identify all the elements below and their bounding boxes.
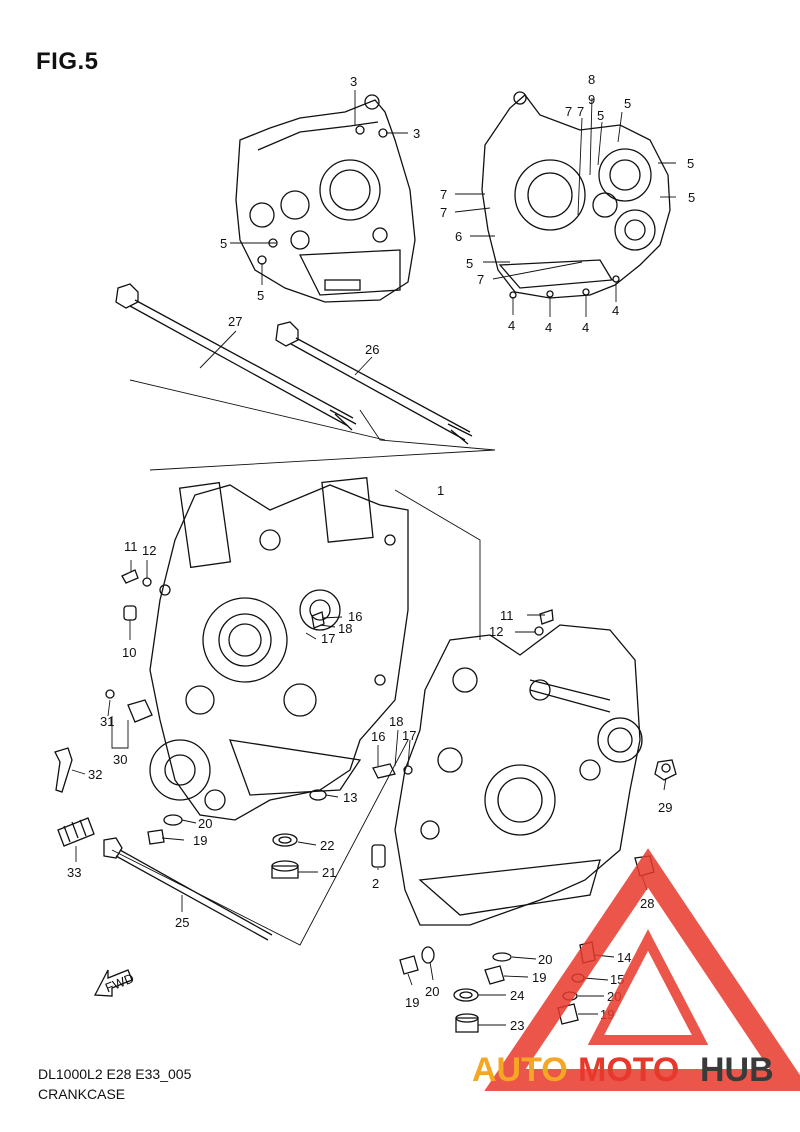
callout-18-b: 18: [389, 714, 403, 729]
callout-7-b: 7: [440, 187, 447, 202]
callout-19-b: 19: [405, 995, 419, 1010]
fitting-30-31: [105, 689, 153, 723]
callout-28: 28: [640, 896, 654, 911]
fwd-arrow: [93, 969, 133, 997]
callout-7-e: 7: [565, 104, 572, 119]
callout-11-b: 11: [500, 608, 514, 623]
callout-2: 2: [372, 876, 379, 891]
callout-4-a: 4: [508, 318, 515, 333]
callout-12-a: 12: [142, 543, 156, 558]
callout-4-b: 4: [545, 320, 552, 335]
callout-19-a: 19: [193, 833, 207, 848]
callout-3-b: 3: [413, 126, 420, 141]
watermark-logo: [484, 848, 800, 1091]
callout-5-a: 5: [220, 236, 227, 251]
long-bolt-26-drawing: [275, 321, 473, 445]
callout-16-a: 16: [348, 609, 362, 624]
callout-1: 1: [437, 483, 444, 498]
long-bolt-27-drawing: [115, 283, 357, 431]
callout-17-a: 17: [321, 631, 335, 646]
callout-31: 31: [100, 714, 114, 729]
watermark-moto: MOTO: [578, 1051, 679, 1089]
crankcase-left-detail-drawing: [235, 94, 416, 303]
callout-24: 24: [510, 988, 524, 1003]
callout-4-c: 4: [582, 320, 589, 335]
callout-5-e: 5: [687, 156, 694, 171]
callout-5-f: 5: [688, 190, 695, 205]
callout-20-c: 20: [538, 952, 552, 967]
callout-21: 21: [322, 865, 336, 880]
plug-10: [123, 605, 137, 621]
callout-32: 32: [88, 767, 102, 782]
callout-27: 27: [228, 314, 242, 329]
callout-8: 8: [588, 72, 595, 87]
callout-17-b: 17: [402, 728, 416, 743]
assembly-guide-lines: [111, 489, 481, 946]
callout-33: 33: [67, 865, 81, 880]
callout-30: 30: [113, 752, 127, 767]
washers-and-plugs-center: [147, 609, 677, 1033]
callout-5-d: 5: [597, 108, 604, 123]
watermark-hub: HUB: [700, 1051, 774, 1089]
breather-plug-33: [57, 817, 95, 847]
leader-lines-main: [71, 560, 667, 1026]
footer-name: CRANKCASE: [38, 1086, 126, 1102]
callout-25: 25: [175, 915, 189, 930]
leader-lines-top: [230, 90, 676, 317]
watermark-wordmark: AUTO MOTO HUB: [472, 1051, 774, 1089]
callout-26: 26: [365, 342, 379, 357]
callout-5-c: 5: [624, 96, 631, 111]
callout-29: 29: [658, 800, 672, 815]
figure-title: FIG.5: [36, 48, 99, 75]
callout-18-a: 18: [338, 621, 352, 636]
callout-7-c: 7: [440, 205, 447, 220]
crankcase-left-main-drawing: [149, 477, 409, 821]
callout-12-b: 12: [489, 624, 503, 639]
callout-13: 13: [343, 790, 357, 805]
callout-4-d: 4: [612, 303, 619, 318]
callout-9: 9: [588, 92, 595, 107]
callout-7-a: 7: [577, 104, 584, 119]
bolt-leaders: [129, 330, 496, 471]
callout-5-g: 5: [466, 256, 473, 271]
callout-10: 10: [122, 645, 136, 660]
bracket-32: [54, 747, 73, 793]
callout-20-a: 20: [198, 816, 212, 831]
callout-14: 14: [617, 950, 631, 965]
watermark-auto: AUTO: [472, 1051, 568, 1089]
bolt-25: [103, 837, 273, 941]
callout-16-b: 16: [371, 729, 385, 744]
callout-3-a: 3: [350, 74, 357, 89]
callout-19-c: 19: [532, 970, 546, 985]
callout-20-b: 20: [425, 984, 439, 999]
crankcase-right-main-drawing: [394, 624, 643, 926]
crankcase-right-detail-drawing: [481, 91, 671, 299]
footer-code: DL1000L2 E28 E33_005: [38, 1066, 192, 1082]
callout-7-d: 7: [477, 272, 484, 287]
callout-11-a: 11: [124, 539, 138, 554]
callout-23: 23: [510, 1018, 524, 1033]
callout-5-b: 5: [257, 288, 264, 303]
callout-6: 6: [455, 229, 462, 244]
callout-22: 22: [320, 838, 334, 853]
